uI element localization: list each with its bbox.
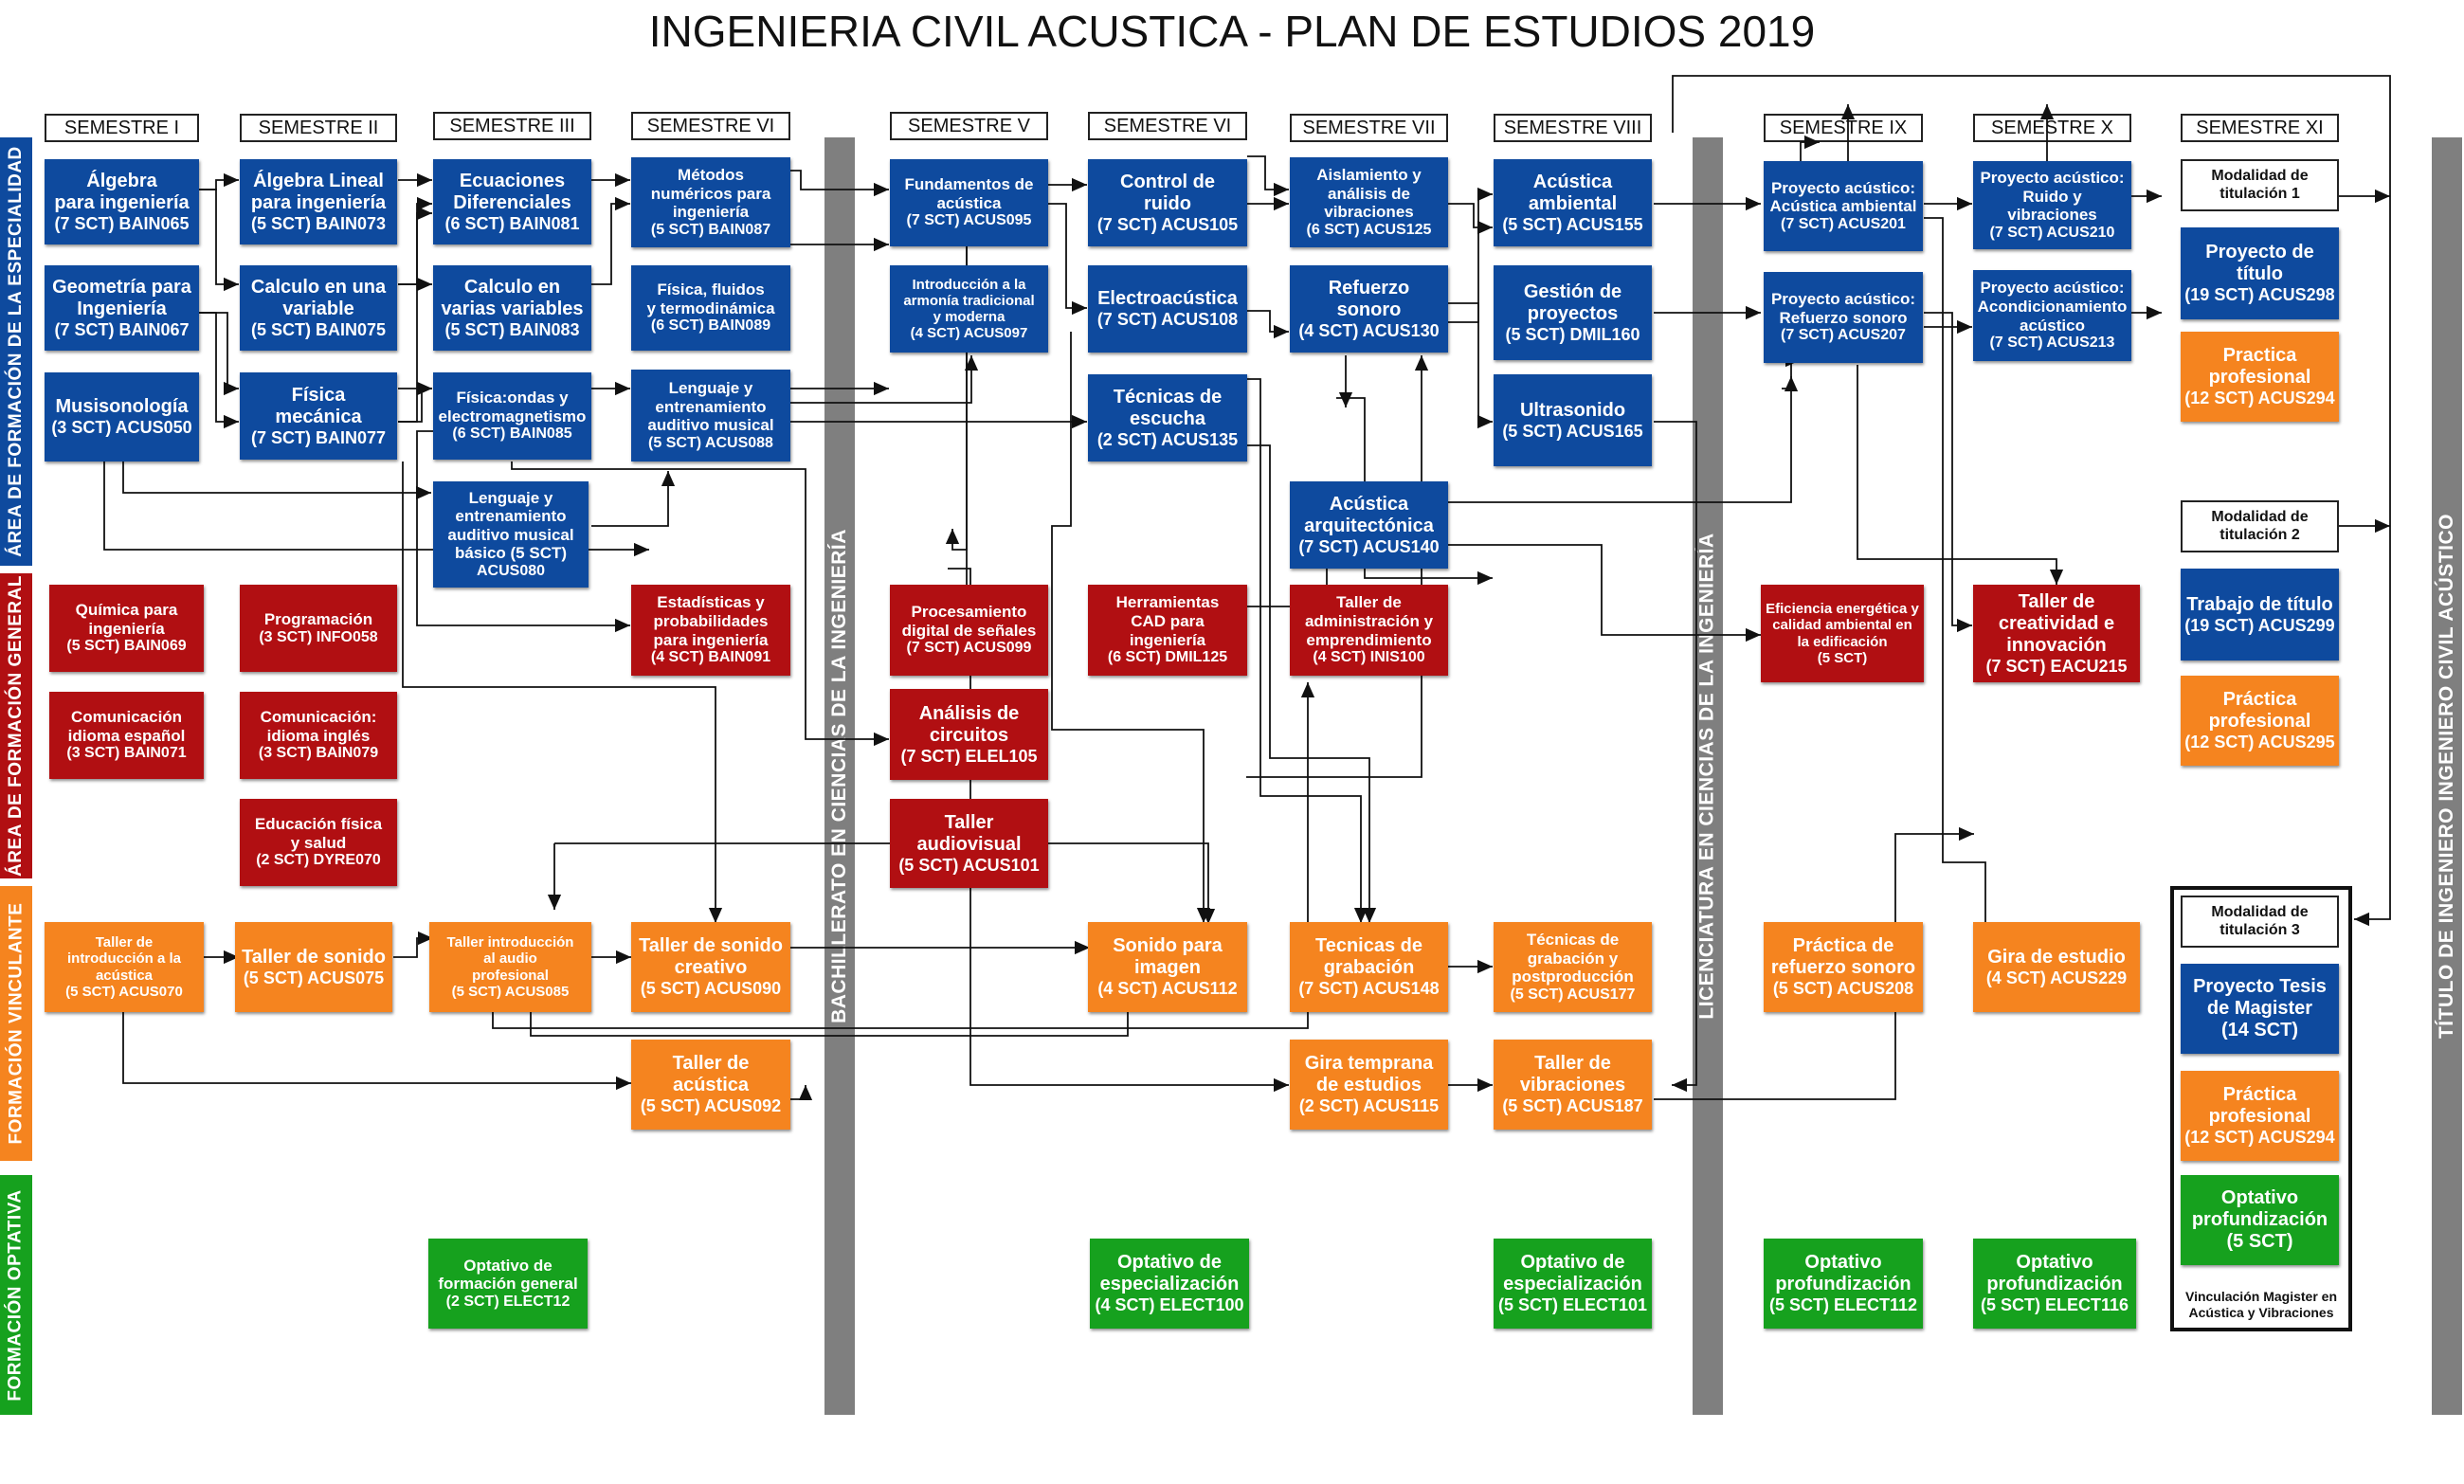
course-box[interactable]: Proyecto de título(19 SCT) ACUS298 [2181,227,2339,319]
degree-bar-licenciatura: LICENCIATURA EN CIENCIAS DE LA INGENIERÍ… [1693,137,1723,1415]
course-box[interactable]: Introducción a la armonía tradicional y … [890,265,1048,353]
course-box[interactable]: Optativo profundización(5 SCT) ELECT116 [1973,1239,2136,1329]
course-box[interactable]: Optativo de especialización(4 SCT) ELECT… [1090,1239,1249,1329]
area-band-general: ÁREA DE FORMACIÓN GENERAL [0,573,32,878]
course-box[interactable]: Análisis de circuitos(7 SCT) ELEL105 [890,689,1048,780]
semester-header: SEMESTRE VII [1290,114,1448,142]
course-box[interactable]: Optativo de formación general(2 SCT) ELE… [428,1239,588,1329]
course-box[interactable]: Álgebra para ingeniería(7 SCT) BAIN065 [45,159,199,244]
modalidad-header: Modalidad de titulación 3 [2181,896,2339,948]
course-box[interactable]: Optativo profundización (5 SCT) [2181,1175,2339,1265]
course-box[interactable]: Practica profesional(12 SCT) ACUS294 [2181,332,2339,422]
course-box[interactable]: Proyecto acústico: Acústica ambiental(7 … [1764,161,1923,251]
course-box[interactable]: Optativo de especialización(5 SCT) ELECT… [1494,1239,1652,1329]
course-box[interactable]: Gestión de proyectos(5 SCT) DMIL160 [1494,265,1652,360]
course-box[interactable]: Práctica de refuerzo sonoro(5 SCT) ACUS2… [1764,922,1923,1012]
course-box[interactable]: Taller de administración y emprendimient… [1290,585,1448,676]
course-box[interactable]: Taller audiovisual(5 SCT) ACUS101 [890,799,1048,888]
area-band-vinculante: FORMACIÓN VINCULANTE [0,886,32,1161]
modalidad-3-note: Vinculación Magister en Acústica y Vibra… [2184,1289,2337,1320]
course-box[interactable]: Técnicas de escucha(2 SCT) ACUS135 [1088,374,1247,461]
course-box[interactable]: Ultrasonido(5 SCT) ACUS165 [1494,374,1652,466]
course-box[interactable]: Taller de vibraciones(5 SCT) ACUS187 [1494,1040,1652,1130]
course-box[interactable]: Taller de sonido(5 SCT) ACUS075 [235,922,392,1012]
course-box[interactable]: Comunicación: idioma inglés(3 SCT) BAIN0… [240,692,397,779]
course-box[interactable]: Sonido para imagen(4 SCT) ACUS112 [1088,922,1247,1012]
course-box[interactable]: Gira de estudio(4 SCT) ACUS229 [1973,922,2140,1012]
semester-header: SEMESTRE I [45,114,199,142]
semester-header: SEMESTRE II [240,114,397,142]
course-box[interactable]: Refuerzo sonoro(4 SCT) ACUS130 [1290,265,1448,353]
course-box[interactable]: Musisonología(3 SCT) ACUS050 [45,372,199,461]
course-box[interactable]: Lenguaje y entrenamiento auditivo musica… [433,481,589,588]
course-box[interactable]: Aislamiento y análisis de vibraciones(6 … [1290,157,1448,247]
area-band-especialidad: ÁREA DE FORMACIÓN DE LA ESPECIALIDAD [0,137,32,566]
modalidad-header: Modalidad de titulación 2 [2181,500,2339,552]
course-box[interactable]: Física:ondas y electromagnetismo(6 SCT) … [433,372,591,460]
course-box[interactable]: Proyecto acústico: Refuerzo sonoro(7 SCT… [1764,272,1923,363]
course-box[interactable]: Optativo profundización(5 SCT) ELECT112 [1764,1239,1923,1329]
course-box[interactable]: Procesamiento digital de señales(7 SCT) … [890,585,1048,676]
course-box[interactable]: Física, fluidos y termodinámica(6 SCT) B… [631,265,790,351]
semester-header: SEMESTRE VI [1088,112,1247,140]
course-box[interactable]: Lenguaje y entrenamiento auditivo musica… [631,370,790,461]
course-box[interactable]: Educación física y salud(2 SCT) DYRE070 [240,799,397,886]
area-band-optativa: FORMACIÓN OPTATIVA [0,1175,32,1415]
semester-header: SEMESTRE VI [631,112,790,140]
page-title: INGENIERIA CIVIL ACUSTICA - PLAN DE ESTU… [648,7,1816,56]
course-box[interactable]: Comunicación idioma español(3 SCT) BAIN0… [49,692,204,779]
semester-header: SEMESTRE V [890,112,1048,140]
course-box[interactable]: Control de ruido(7 SCT) ACUS105 [1088,159,1247,246]
course-box[interactable]: Trabajo de título(19 SCT) ACUS299 [2181,569,2339,661]
degree-bar-titulo: TÍTULO DE INGENIERO INGENIERO CIVIL ACÚS… [2432,137,2462,1415]
course-box[interactable]: Proyecto acústico: Ruido y vibraciones(7… [1973,161,2131,249]
semester-header: SEMESTRE VIII [1494,114,1652,142]
course-box[interactable]: Taller de sonido creativo(5 SCT) ACUS090 [631,922,790,1012]
course-box[interactable]: Física mecánica(7 SCT) BAIN077 [240,372,397,460]
course-box[interactable]: Geometría para Ingeniería(7 SCT) BAIN067 [45,265,199,351]
semester-header: SEMESTRE III [433,112,591,140]
course-box[interactable]: Métodos numéricos para ingeniería(5 SCT)… [631,157,790,247]
course-box[interactable]: Estadísticas y probabilidades para ingen… [631,585,790,676]
degree-bar-bachillerato: BACHILLERATO EN CIENCIAS DE LA INGENIERÍ… [824,137,855,1415]
modalidad-header: Modalidad de titulación 1 [2181,159,2339,211]
course-box[interactable]: Taller de introducción a la acústica(5 S… [45,922,204,1012]
course-box[interactable]: Taller de creatividad e innovación(7 SCT… [1973,585,2140,682]
course-box[interactable]: Acústica ambiental(5 SCT) ACUS155 [1494,159,1652,246]
course-box[interactable]: Técnicas de grabación y postproducción(5… [1494,922,1652,1012]
course-box[interactable]: Práctica profesional(12 SCT) ACUS295 [2181,676,2339,766]
course-box[interactable]: Herramientas CAD para ingeniería(6 SCT) … [1088,585,1247,676]
course-box[interactable]: Electroacústica(7 SCT) ACUS108 [1088,265,1247,353]
semester-header: SEMESTRE XI [2181,114,2339,142]
course-box[interactable]: Tecnicas de grabación(7 SCT) ACUS148 [1290,922,1448,1012]
course-box[interactable]: Proyecto Tesis de Magister (14 SCT) [2181,964,2339,1054]
course-box[interactable]: Programación(3 SCT) INFO058 [240,585,397,672]
course-box[interactable]: Fundamentos de acústica(7 SCT) ACUS095 [890,159,1048,246]
course-box[interactable]: Acústica arquitectónica(7 SCT) ACUS140 [1290,481,1448,569]
course-box[interactable]: Taller de acústica(5 SCT) ACUS092 [631,1040,790,1130]
course-box[interactable]: Gira temprana de estudios(2 SCT) ACUS115 [1290,1040,1448,1130]
course-box[interactable]: Ecuaciones Diferenciales(6 SCT) BAIN081 [433,159,591,244]
modalidad-3-frame [2170,886,2352,1331]
course-box[interactable]: Práctica profesional(12 SCT) ACUS294 [2181,1071,2339,1161]
course-box[interactable]: Eficiencia energética y calidad ambienta… [1761,585,1924,682]
course-box[interactable]: Química para ingeniería(5 SCT) BAIN069 [49,585,204,672]
course-box[interactable]: Proyecto acústico: Acondicionamiento acú… [1973,270,2131,361]
course-box[interactable]: Álgebra Lineal para ingeniería(5 SCT) BA… [240,159,397,244]
course-box[interactable]: Calculo en una variable(5 SCT) BAIN075 [240,265,397,351]
course-box[interactable]: Taller introducción al audio profesional… [429,922,591,1012]
course-box[interactable]: Calculo en varias variables(5 SCT) BAIN0… [433,265,591,351]
